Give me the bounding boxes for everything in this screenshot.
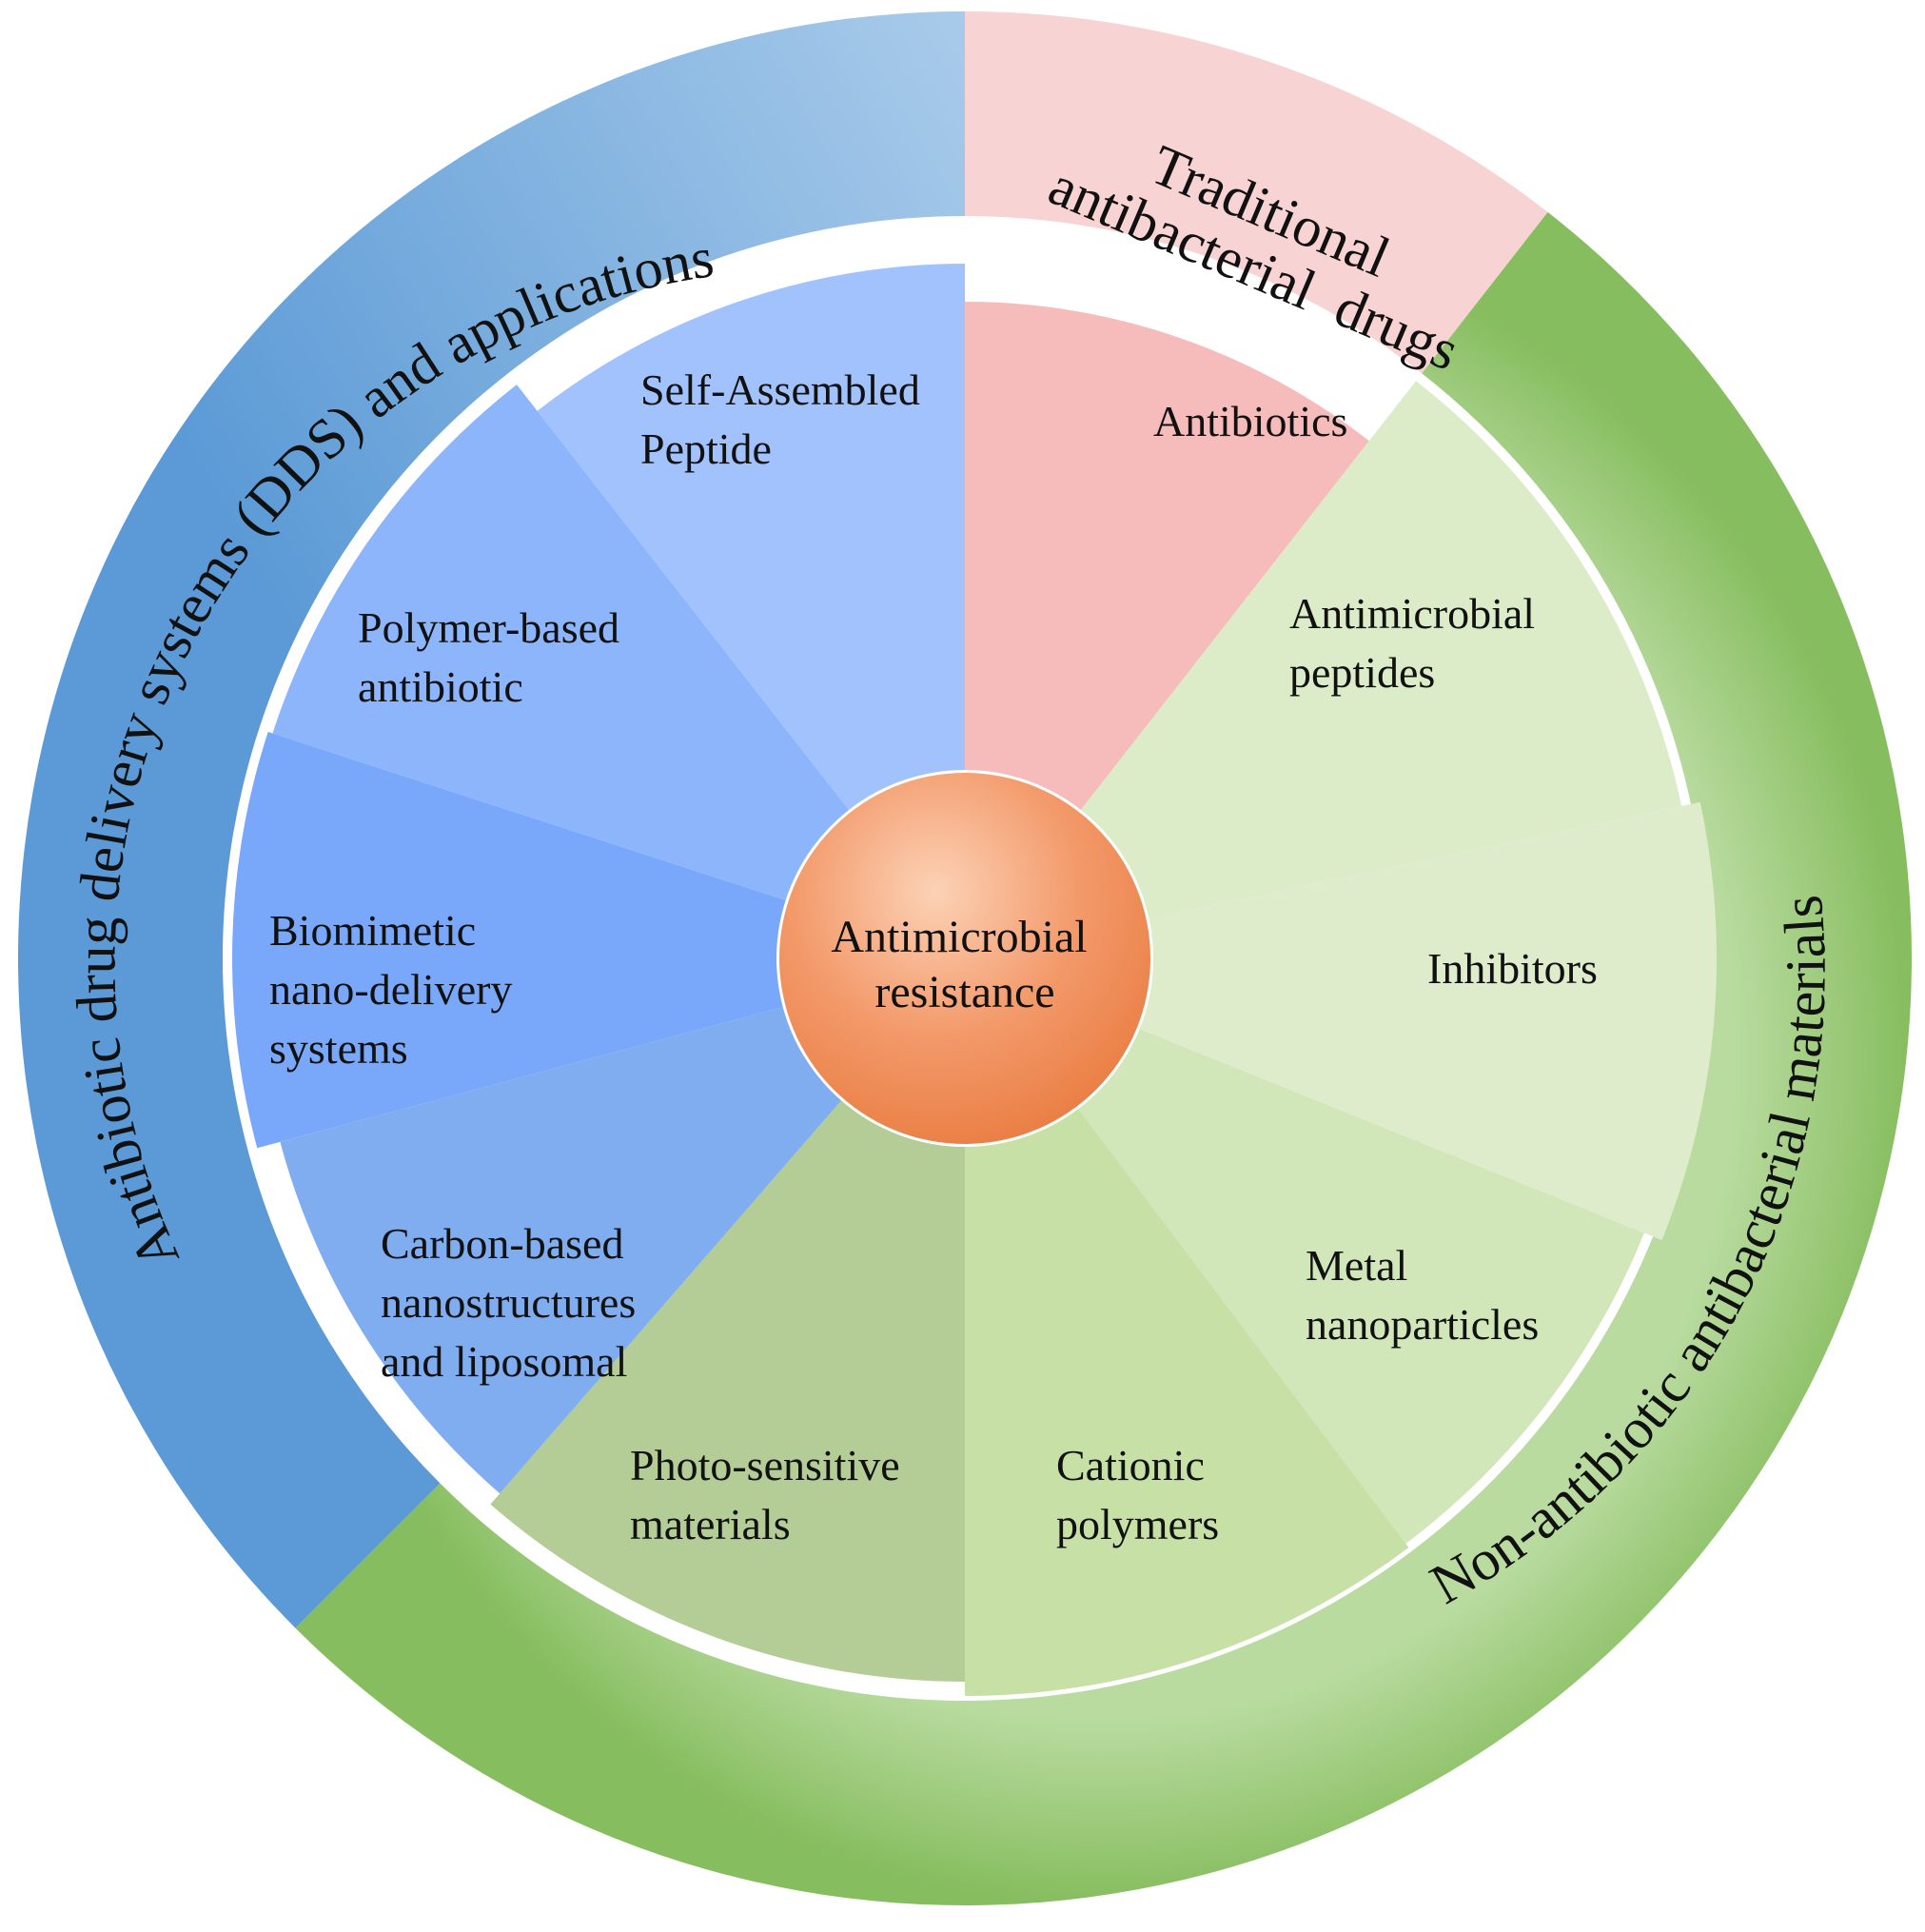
polymer-based-segment (272, 384, 850, 900)
traditional-ring-band (965, 11, 1548, 374)
inhibitors-label: Inhibitors (1427, 944, 1598, 993)
biomimetic-segment (231, 732, 786, 1149)
inhibitors-segment (1139, 801, 1717, 1240)
photo-sensitive-materials-segment (490, 1100, 965, 1682)
antibiotics-label: Antibiotics (1153, 397, 1347, 445)
center-label: Antimicrobial resistance (831, 912, 1098, 1017)
non-antibiotic-ring-band (295, 211, 1913, 1906)
antibiotics-segment (965, 302, 1369, 810)
center-circle (779, 773, 1150, 1144)
outer-category-ring (17, 11, 1913, 1906)
metal-nanoparticles-segment (1078, 1029, 1644, 1544)
self-assembled-segment (537, 264, 965, 810)
center-hub: Antimicrobial resistance (779, 773, 1150, 1144)
cationic-polymers-segment (965, 1109, 1409, 1696)
carbon-based-segment (280, 1007, 842, 1494)
antimicrobial-peptides-segment (1080, 381, 1682, 919)
dds-ring-band (17, 11, 966, 1628)
